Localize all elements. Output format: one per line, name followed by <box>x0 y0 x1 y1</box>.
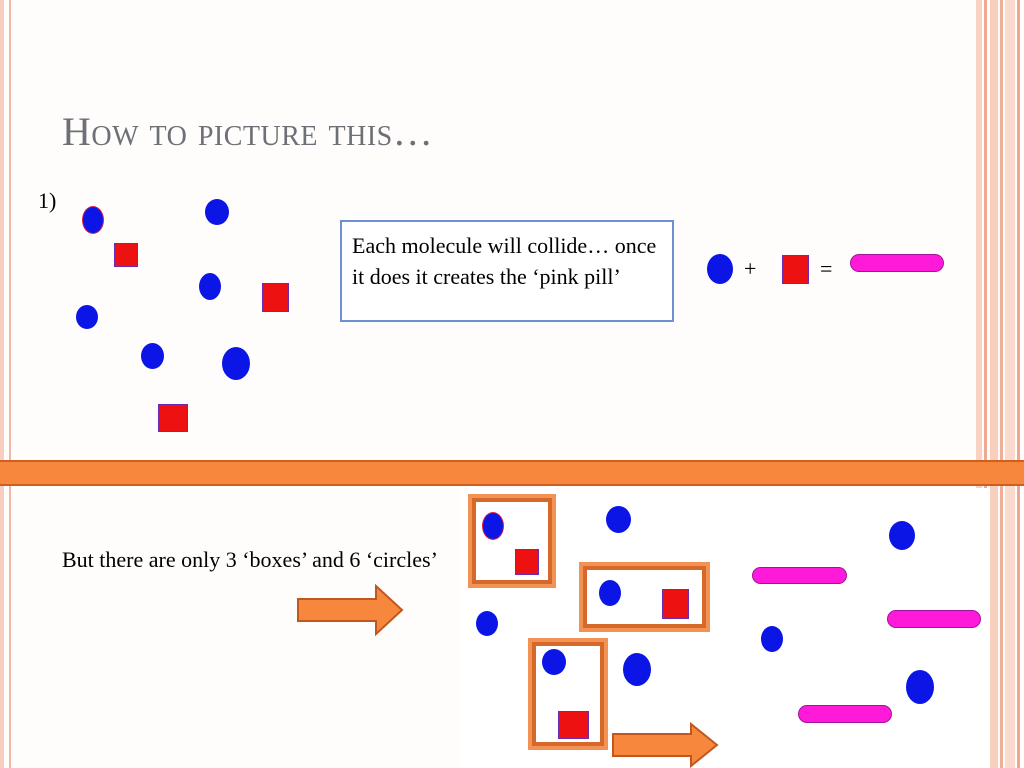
step-label: 1) <box>38 188 57 213</box>
right-arrow-icon <box>612 722 719 768</box>
square-icon <box>662 589 689 619</box>
slide-title: How to picture this… <box>62 109 434 154</box>
left-decor-stripe-thin <box>9 0 11 768</box>
circle-icon <box>222 347 250 380</box>
left-decor-stripe <box>0 0 4 768</box>
circle-icon <box>76 305 98 329</box>
circle-icon <box>476 611 498 636</box>
pill-icon <box>798 705 892 723</box>
circle-icon <box>889 521 915 550</box>
circle-icon <box>141 343 164 369</box>
square-icon <box>114 243 138 267</box>
right-stripe <box>976 0 982 768</box>
right-stripe <box>1000 0 1003 768</box>
square-icon <box>782 255 809 284</box>
right-stripe <box>1017 0 1020 768</box>
pill-icon <box>887 610 981 628</box>
pair-group-box <box>472 498 552 584</box>
pill-icon <box>752 567 847 584</box>
right-stripe <box>984 0 987 768</box>
square-icon <box>262 283 289 312</box>
callout-box: Each molecule will collide… once it does… <box>340 220 674 322</box>
circle-icon <box>199 273 221 300</box>
square-icon <box>158 404 188 432</box>
circle-icon <box>707 254 733 284</box>
plus-sign: + <box>744 256 757 281</box>
circle-icon <box>542 649 566 675</box>
section-divider <box>0 460 1024 486</box>
circle-icon <box>482 512 504 540</box>
square-icon <box>558 711 589 739</box>
circle-icon <box>82 206 104 234</box>
pair-group-box <box>583 566 706 628</box>
circle-icon <box>906 670 934 704</box>
circle-icon <box>606 506 631 533</box>
circle-icon <box>761 626 783 652</box>
right-stripe <box>1005 0 1015 768</box>
pill-icon <box>850 254 944 272</box>
right-arrow-icon <box>297 584 404 636</box>
right-stripe <box>990 0 998 768</box>
pair-group-box <box>532 642 604 746</box>
circle-icon <box>599 580 621 606</box>
circle-icon <box>623 653 651 686</box>
equals-sign: = <box>820 256 833 281</box>
circle-icon <box>205 199 229 225</box>
note-text: But there are only 3 ‘boxes’ and 6 ‘circ… <box>62 547 438 572</box>
right-decor-stripes <box>976 0 1024 768</box>
square-icon <box>515 549 539 575</box>
